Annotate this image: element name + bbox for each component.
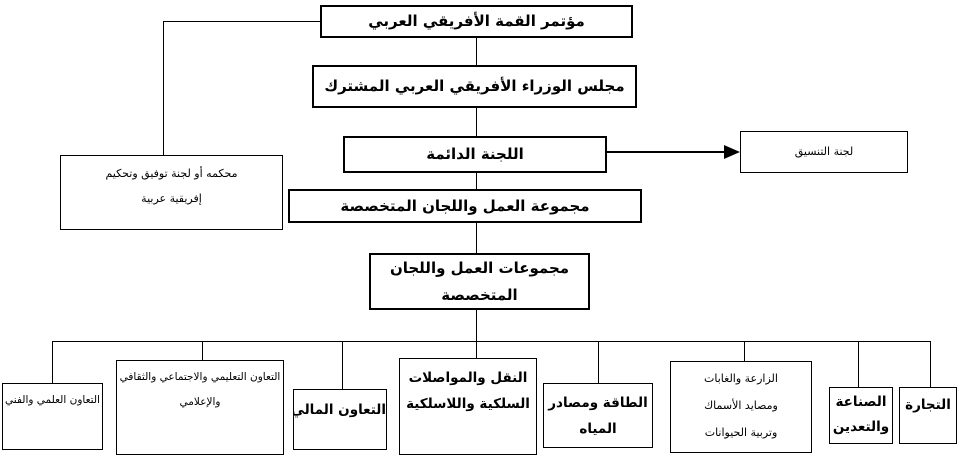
node-industry-mining: الصناعة والتعدين bbox=[829, 387, 893, 444]
node-label: مؤتمر القمة الأفريقي العربي bbox=[368, 12, 585, 30]
connector-standing-to-workinggroup bbox=[476, 173, 477, 189]
connector-summit-to-arbitration-h bbox=[163, 21, 320, 22]
node-label-line2: السلكية واللاسلكية bbox=[406, 396, 530, 412]
connector-standing-to-coordination bbox=[607, 151, 726, 153]
node-label-line2: إفريقية عربية bbox=[141, 192, 202, 205]
node-label-line1: التعاون التعليمي والاجتماعي والثقافي bbox=[119, 371, 281, 383]
node-label-line2: المتخصصة bbox=[441, 285, 518, 304]
node-energy-water-resources: الطاقة ومصادر المياه bbox=[543, 383, 653, 448]
node-educational-social-cultural-media-cooperation: التعاون التعليمي والاجتماعي والثقافي وال… bbox=[116, 360, 284, 455]
node-label-line2: المياه bbox=[579, 420, 617, 437]
drop-scientific bbox=[52, 341, 53, 383]
drop-energy bbox=[598, 341, 599, 383]
node-label: اللجنة الدائمة bbox=[426, 145, 524, 163]
connector-workinggroups-to-distribution bbox=[476, 310, 477, 358]
node-label-line1: محكمه أو لجنة توفيق وتحكيم bbox=[105, 167, 238, 180]
node-label-line3: وتربية الحيوانات bbox=[704, 426, 778, 439]
drop-trade bbox=[930, 341, 931, 387]
node-label: مجموعة العمل واللجان المتخصصة bbox=[340, 196, 590, 215]
connector-summit-to-arbitration-v bbox=[163, 21, 164, 155]
distribution-line bbox=[52, 341, 930, 342]
node-trade: التجارة bbox=[899, 387, 957, 444]
node-working-group-committees: مجموعة العمل واللجان المتخصصة bbox=[288, 189, 642, 223]
node-financial-cooperation: التعاون المالي bbox=[293, 389, 387, 450]
arrowhead-right-icon bbox=[724, 145, 740, 159]
node-label: لجنة التنسيق bbox=[794, 145, 854, 158]
node-arbitration-court: محكمه أو لجنة توفيق وتحكيم إفريقية عربية bbox=[60, 155, 283, 230]
drop-financial bbox=[342, 341, 343, 389]
drop-educational bbox=[202, 341, 203, 360]
drop-industry bbox=[858, 341, 859, 387]
node-coordination-committee: لجنة التنسيق bbox=[740, 131, 908, 173]
node-working-groups-specialized: مجموعات العمل واللجان المتخصصة bbox=[369, 253, 590, 310]
drop-agriculture bbox=[744, 341, 745, 361]
node-label-line1: الصناعة bbox=[835, 394, 887, 410]
node-agriculture-forestry-fisheries-livestock: الزارعة والغابات ومصايد الأسماك وتربية ا… bbox=[670, 361, 812, 453]
node-scientific-technical-cooperation: التعاون العلمي والفني bbox=[2, 383, 103, 450]
node-label-line2: والتعدين bbox=[832, 419, 890, 435]
node-label-line2: والإعلامي bbox=[179, 396, 221, 408]
node-summit-conference: مؤتمر القمة الأفريقي العربي bbox=[320, 5, 633, 38]
node-label-line1: الزارعة والغابات bbox=[704, 372, 778, 385]
connector-workinggroup-to-workinggroups bbox=[476, 223, 477, 253]
connector-council-to-standing bbox=[476, 108, 477, 136]
node-label: التعاون العلمي والفني bbox=[5, 394, 100, 406]
node-label-line1: مجموعات العمل واللجان bbox=[389, 258, 570, 277]
connector-summit-to-council bbox=[476, 38, 477, 65]
node-label: التعاون المالي bbox=[293, 402, 386, 418]
node-label: التجارة bbox=[905, 397, 951, 413]
node-label-line1: النقل والمواصلات bbox=[408, 370, 528, 386]
node-transport-telecommunications: النقل والمواصلات السلكية واللاسلكية bbox=[399, 358, 537, 455]
node-label-line1: الطاقة ومصادر bbox=[548, 394, 648, 411]
node-standing-committee: اللجنة الدائمة bbox=[343, 136, 607, 173]
node-joint-ministerial-council: مجلس الوزراء الأفريقي العربي المشترك bbox=[312, 65, 637, 108]
node-label: مجلس الوزراء الأفريقي العربي المشترك bbox=[324, 77, 625, 95]
node-label-line2: ومصايد الأسماك bbox=[704, 399, 778, 412]
